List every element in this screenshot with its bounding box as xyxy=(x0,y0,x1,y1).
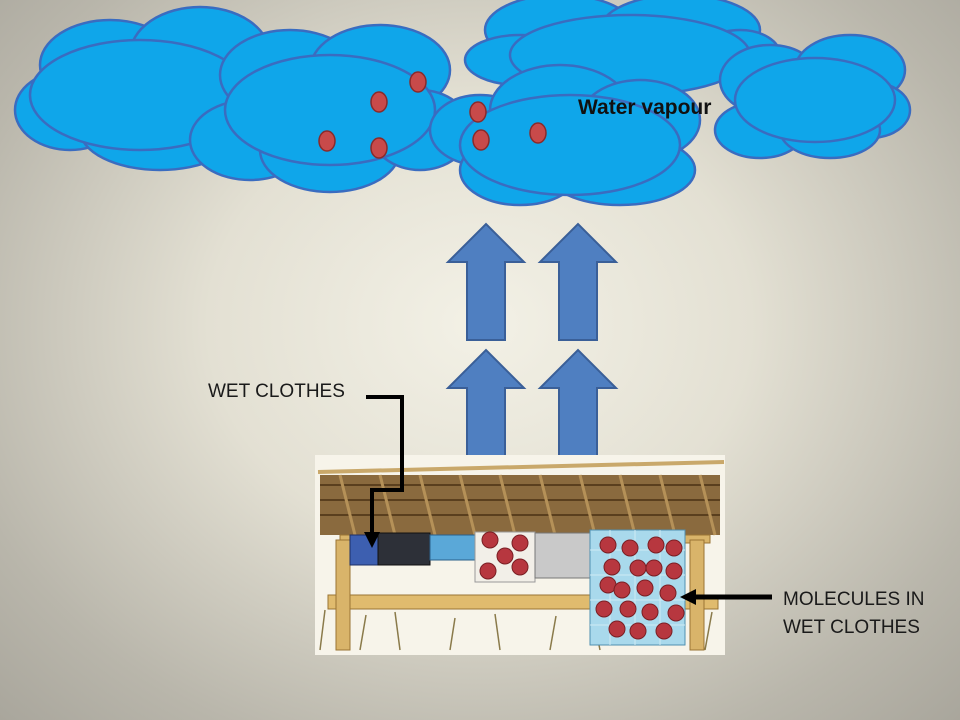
molecules-label-line1: MOLECULES IN xyxy=(783,589,925,610)
molecule-icon xyxy=(641,603,659,621)
molecules-label: MOLECULES IN WET CLOTHES xyxy=(783,586,953,642)
molecule-icon xyxy=(318,130,336,152)
up-arrow-icon xyxy=(445,222,527,341)
molecule-icon xyxy=(629,622,647,640)
molecule-icon xyxy=(496,547,514,565)
up-arrow-icon xyxy=(445,348,527,471)
molecule-icon xyxy=(647,536,665,554)
cloth-dark xyxy=(377,532,431,566)
molecule-icon xyxy=(595,600,613,618)
molecule-icon xyxy=(469,101,487,123)
molecules-label-line2: WET CLOTHES xyxy=(783,617,920,638)
up-arrow-icon xyxy=(537,222,619,341)
molecule-icon xyxy=(665,562,683,580)
wet-clothes-label: WET CLOTHES xyxy=(208,381,345,402)
molecule-icon xyxy=(481,531,499,549)
cloud-icon xyxy=(463,0,782,97)
molecule-icon xyxy=(511,558,529,576)
molecule-icon xyxy=(659,584,677,602)
molecule-icon xyxy=(472,129,490,151)
molecule-icon xyxy=(370,137,388,159)
molecule-icon xyxy=(608,620,626,638)
cloth-patterned xyxy=(429,534,476,561)
molecule-icon xyxy=(619,600,637,618)
cloud-icon xyxy=(428,63,702,207)
arrow-group xyxy=(445,222,619,471)
molecule-icon xyxy=(655,622,673,640)
molecule-icon xyxy=(645,559,663,577)
water-vapour-label: Water vapour xyxy=(578,96,712,119)
up-arrow-icon xyxy=(537,348,619,471)
molecule-icon xyxy=(599,536,617,554)
cloth-grey xyxy=(534,532,594,579)
molecule-icon xyxy=(636,579,654,597)
molecule-icon xyxy=(529,122,547,144)
molecule-icon xyxy=(370,91,388,113)
molecule-icon xyxy=(667,604,685,622)
cloud-group xyxy=(13,0,912,207)
cloud-icon xyxy=(713,33,912,160)
molecule-icon xyxy=(479,562,497,580)
vapour-molecules xyxy=(318,71,547,159)
cloth-molecules xyxy=(479,531,685,640)
molecule-icon xyxy=(621,539,639,557)
molecule-icon xyxy=(603,558,621,576)
molecule-icon xyxy=(665,539,683,557)
molecule-icon xyxy=(409,71,427,93)
cloud-icon xyxy=(188,23,472,194)
wet-clothes-pointer xyxy=(364,395,404,548)
drying-rack-illustration xyxy=(315,455,725,655)
molecule-icon xyxy=(613,581,631,599)
molecules-pointer xyxy=(680,589,772,605)
molecule-icon xyxy=(511,534,529,552)
molecule-icon xyxy=(629,559,647,577)
